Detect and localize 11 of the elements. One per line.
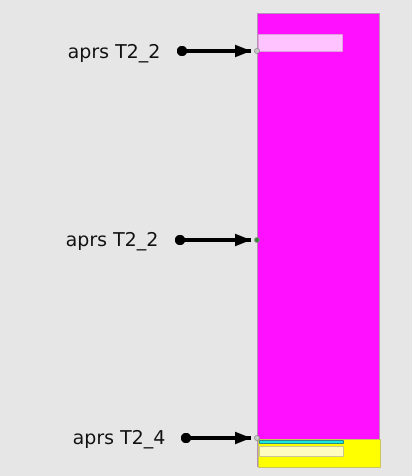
column-block [257, 13, 380, 467]
base-block [258, 439, 381, 468]
layer-bar [259, 446, 344, 457]
leader-arrow [180, 432, 251, 444]
callout-label: aprs T2_2 [48, 226, 176, 254]
layer-strip [259, 440, 344, 444]
highlight-bar [258, 34, 343, 52]
leader-arrow [174, 234, 251, 246]
leader-arrow [176, 44, 251, 58]
callout-label: aprs T2_4 [56, 424, 182, 452]
callout-label: aprs T2_2 [50, 38, 178, 66]
